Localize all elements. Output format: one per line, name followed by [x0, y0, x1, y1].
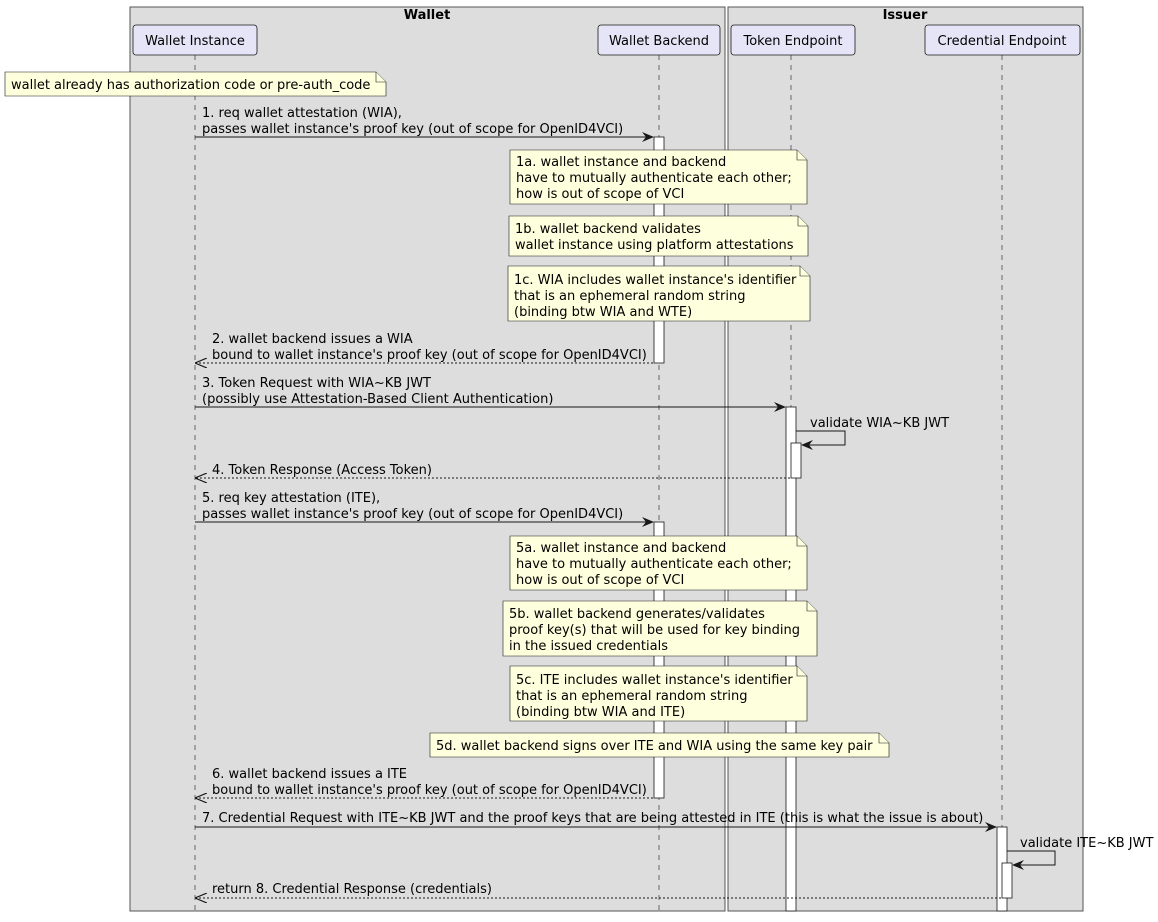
note-1a-line-1: 1a. wallet instance and backend — [516, 155, 726, 170]
note-1a: 1a. wallet instance and backend have to … — [509, 149, 808, 205]
group-issuer: Issuer — [727, 6, 1084, 912]
note-1c-line-1: 1c. WIA includes wallet instance's ident… — [514, 273, 797, 288]
participant-wallet-instance: Wallet Instance — [132, 24, 258, 56]
note-5c-line-1: 5c. ITE includes wallet instance's ident… — [516, 673, 793, 688]
note-5c: 5c. ITE includes wallet instance's ident… — [509, 665, 808, 722]
note-5d: 5d. wallet backend signs over ITE and WI… — [429, 732, 890, 758]
participant-wallet-backend: Wallet Backend — [597, 24, 721, 56]
message-6-line-1: 6. wallet backend issues a ITE — [212, 767, 407, 782]
note-5a-line-3: how is out of scope of VCI — [516, 573, 684, 588]
note-1c-line-3: (binding btw WIA and WTE) — [514, 305, 692, 320]
message-8-line-1: return 8. Credential Response (credentia… — [212, 882, 492, 897]
message-3-line-2: (possibly use Attestation-Based Client A… — [202, 392, 553, 407]
note-1b-line-2: wallet instance using platform attestati… — [515, 238, 794, 253]
message-7-line-1: 7. Credential Request with ITE~KB JWT an… — [202, 811, 983, 826]
message-2-line-1: 2. wallet backend issues a WIA — [212, 332, 413, 347]
participant-wallet-instance-label: Wallet Instance — [145, 34, 245, 49]
participant-token-endpoint: Token Endpoint — [730, 24, 856, 56]
note-preauth: wallet already has authorization code or… — [4, 71, 387, 97]
message-3-self-arrow — [796, 430, 846, 450]
note-5a-line-2: have to mutually authenticate each other… — [516, 557, 792, 572]
note-5a-line-1: 5a. wallet instance and backend — [516, 541, 726, 556]
group-wallet-title: Wallet — [404, 8, 451, 23]
message-6-line-2: bound to wallet instance's proof key (ou… — [212, 783, 647, 798]
message-3-self-label: validate WIA~KB JWT — [810, 416, 949, 431]
message-5-line-2: passes wallet instance's proof key (out … — [202, 507, 623, 522]
note-1c: 1c. WIA includes wallet instance's ident… — [507, 265, 811, 322]
message-4-line-1: 4. Token Response (Access Token) — [212, 463, 432, 478]
message-1: 1. req wallet attestation (WIA), passes … — [195, 106, 654, 142]
message-8: return 8. Credential Response (credentia… — [196, 882, 1001, 898]
activation-token-endpoint — [785, 406, 797, 912]
message-5: 5. req key attestation (ITE), passes wal… — [195, 491, 654, 527]
message-7: 7. Credential Request with ITE~KB JWT an… — [195, 811, 997, 832]
note-preauth-line-1: wallet already has authorization code or… — [11, 78, 370, 93]
participant-token-endpoint-label: Token Endpoint — [743, 34, 843, 49]
message-1-line-1: 1. req wallet attestation (WIA), — [202, 106, 402, 121]
message-5-line-1: 5. req key attestation (ITE), — [202, 491, 380, 506]
activation-wallet-backend-2 — [653, 521, 665, 799]
message-3-line-1: 3. Token Request with WIA~KB JWT — [202, 376, 431, 391]
note-5d-line-1: 5d. wallet backend signs over ITE and WI… — [436, 739, 873, 754]
note-5b: 5b. wallet backend generates/validates p… — [502, 600, 818, 657]
note-1b-line-1: 1b. wallet backend validates — [515, 222, 701, 237]
note-5c-line-3: (binding btw WIA and ITE) — [516, 705, 685, 720]
participant-credential-endpoint: Credential Endpoint — [924, 24, 1081, 56]
participant-credential-endpoint-label: Credential Endpoint — [938, 34, 1067, 49]
message-2-line-2: bound to wallet instance's proof key (ou… — [212, 348, 647, 363]
note-1a-line-2: have to mutually authenticate each other… — [516, 171, 792, 186]
note-5c-line-2: that is an ephemeral random string — [516, 689, 747, 704]
note-1c-line-2: that is an ephemeral random string — [514, 289, 745, 304]
message-6: 6. wallet backend issues a ITE bound to … — [196, 767, 653, 798]
participant-wallet-backend-label: Wallet Backend — [609, 34, 709, 49]
message-2: 2. wallet backend issues a WIA bound to … — [196, 332, 653, 363]
message-7-self-label: validate ITE~KB JWT — [1020, 836, 1153, 851]
message-3-self: validate WIA~KB JWT — [796, 416, 949, 450]
message-3: 3. Token Request with WIA~KB JWT (possib… — [195, 376, 786, 412]
activation-token-endpoint-self — [790, 442, 802, 479]
group-issuer-title: Issuer — [883, 8, 928, 23]
message-4: 4. Token Response (Access Token) — [196, 463, 790, 478]
note-5b-line-3: in the issued credentials — [509, 639, 668, 654]
activation-credential-endpoint-self — [1001, 862, 1013, 899]
note-5a: 5a. wallet instance and backend have to … — [509, 535, 808, 591]
message-1-line-2: passes wallet instance's proof key (out … — [202, 122, 623, 137]
note-1a-line-3: how is out of scope of VCI — [516, 187, 684, 202]
message-7-self-arrow — [1007, 850, 1056, 870]
note-1b: 1b. wallet backend validates wallet inst… — [508, 215, 809, 257]
message-7-self: validate ITE~KB JWT — [1007, 836, 1153, 870]
note-5b-line-1: 5b. wallet backend generates/validates — [509, 607, 765, 622]
note-5b-line-2: proof key(s) that will be used for key b… — [509, 623, 800, 638]
